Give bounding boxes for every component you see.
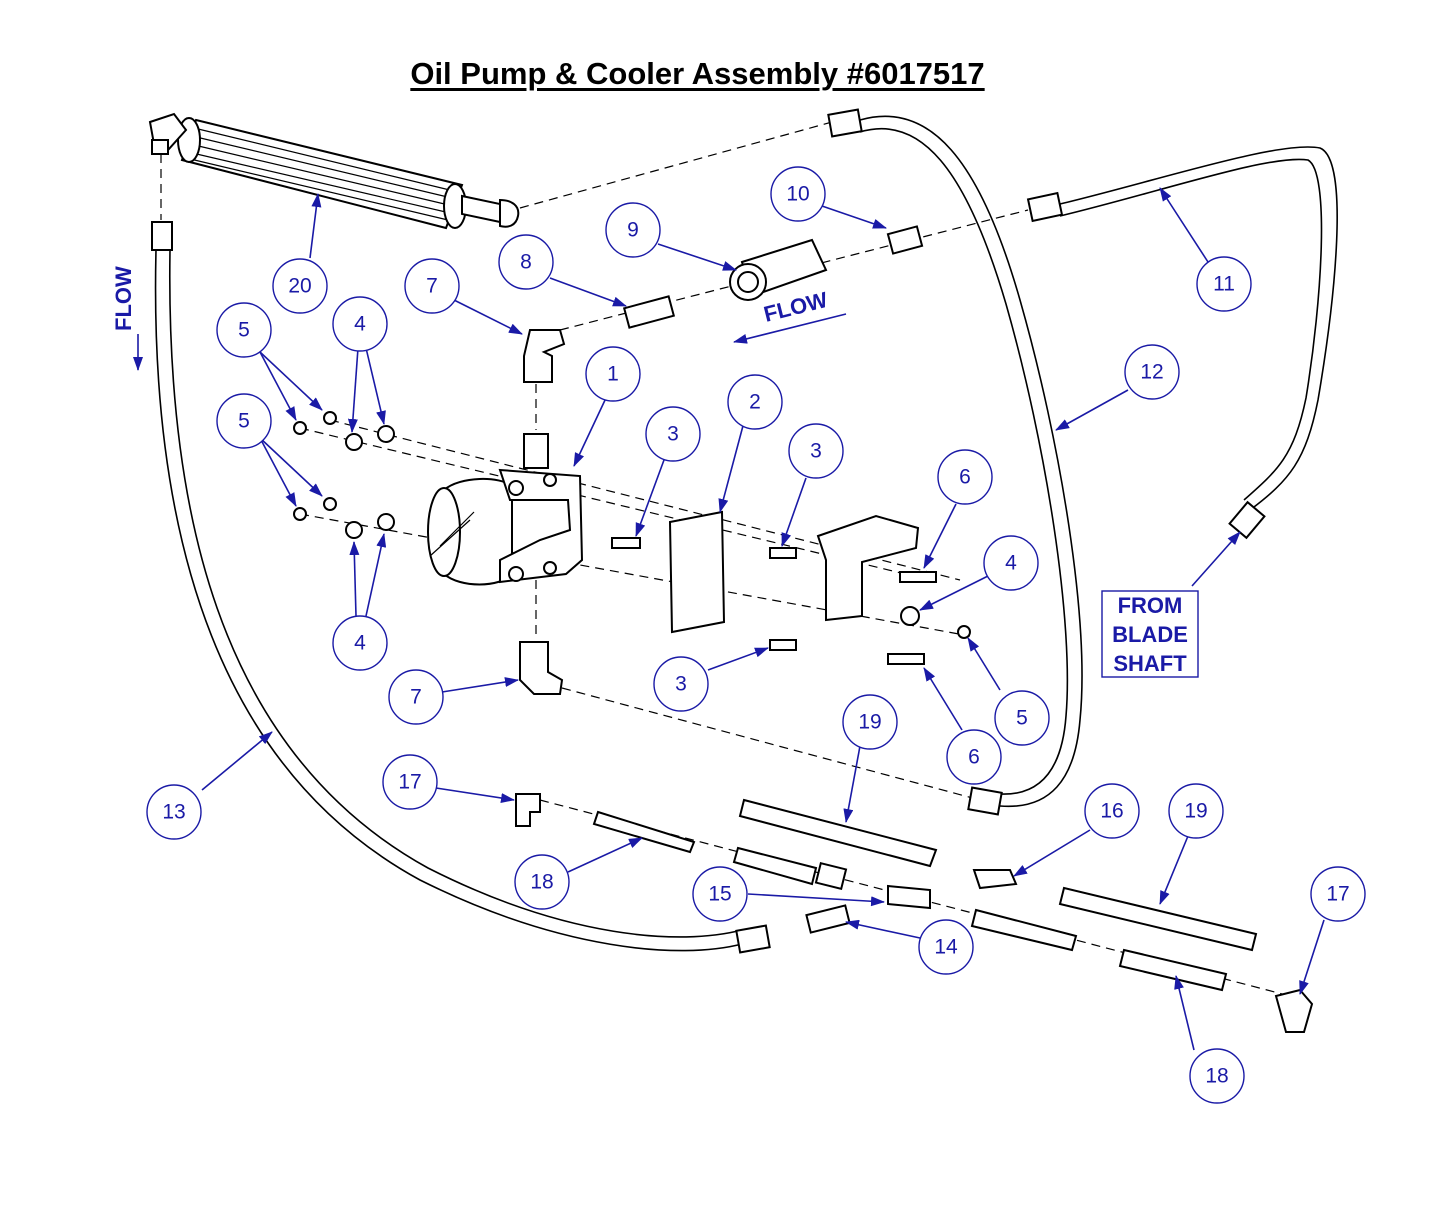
from-box-line2: BLADE bbox=[1112, 622, 1188, 647]
svg-text:5: 5 bbox=[238, 410, 250, 433]
callout-8: 8 bbox=[498, 234, 554, 290]
callout-15: 15 bbox=[692, 866, 748, 922]
svg-text:15: 15 bbox=[708, 883, 731, 906]
svg-text:3: 3 bbox=[675, 673, 687, 696]
svg-text:4: 4 bbox=[354, 632, 366, 655]
svg-text:4: 4 bbox=[1005, 552, 1017, 575]
callout-5-right: 5 bbox=[994, 690, 1050, 746]
callout-2: 2 bbox=[727, 374, 783, 430]
svg-text:5: 5 bbox=[238, 319, 250, 342]
mounting-plate-part bbox=[668, 510, 726, 634]
flow-label-vertical: FLOW bbox=[111, 266, 136, 331]
oil-cooler-part bbox=[148, 112, 520, 230]
callout-1: 1 bbox=[585, 346, 641, 402]
bracket-part bbox=[816, 514, 920, 622]
svg-text:19: 19 bbox=[1184, 800, 1207, 823]
callout-4-upper: 4 bbox=[332, 296, 388, 352]
svg-text:13: 13 bbox=[162, 801, 185, 824]
callout-19-right: 19 bbox=[1168, 783, 1224, 839]
callout-5-upper: 5 bbox=[216, 302, 272, 358]
callout-3-right: 3 bbox=[788, 423, 844, 479]
from-box-line1: FROM bbox=[1118, 593, 1183, 618]
svg-text:6: 6 bbox=[968, 746, 980, 769]
callout-17-left: 17 bbox=[382, 754, 438, 810]
lower-line-parts bbox=[515, 793, 1314, 1033]
callout-7-upper: 7 bbox=[404, 258, 460, 314]
svg-text:9: 9 bbox=[627, 219, 639, 242]
svg-text:12: 12 bbox=[1140, 361, 1163, 384]
svg-text:16: 16 bbox=[1100, 800, 1123, 823]
callout-12: 12 bbox=[1124, 344, 1180, 400]
hose-12 bbox=[859, 115, 1083, 808]
svg-text:3: 3 bbox=[667, 423, 679, 446]
svg-text:7: 7 bbox=[426, 275, 438, 298]
svg-text:4: 4 bbox=[354, 313, 366, 336]
part-drawings bbox=[133, 108, 1338, 1033]
hardware-parts bbox=[293, 411, 971, 665]
callouts: 20 7 8 9 10 11 12 5 4 5 1 2 3 3 6 4 4 3 … bbox=[146, 166, 1366, 1104]
centerline-bolt-row-2 bbox=[299, 513, 971, 637]
callout-18-right: 18 bbox=[1189, 1048, 1245, 1104]
callout-10: 10 bbox=[770, 166, 826, 222]
svg-text:1: 1 bbox=[607, 363, 619, 386]
oil-pump-part bbox=[427, 433, 584, 586]
svg-text:6: 6 bbox=[959, 466, 971, 489]
svg-text:19: 19 bbox=[858, 711, 881, 734]
callout-16: 16 bbox=[1084, 783, 1140, 839]
svg-text:11: 11 bbox=[1213, 273, 1235, 296]
callout-7-lower: 7 bbox=[388, 669, 444, 725]
callout-13: 13 bbox=[146, 784, 202, 840]
callout-20: 20 bbox=[272, 258, 328, 314]
svg-text:20: 20 bbox=[288, 275, 311, 298]
hose-13 bbox=[154, 249, 743, 952]
hose-11 bbox=[1059, 146, 1338, 511]
callout-6-upper: 6 bbox=[937, 449, 993, 505]
svg-text:17: 17 bbox=[1326, 883, 1349, 906]
svg-text:18: 18 bbox=[1205, 1065, 1228, 1088]
svg-text:5: 5 bbox=[1016, 707, 1028, 730]
elbow-fittings bbox=[519, 329, 566, 695]
svg-text:8: 8 bbox=[520, 251, 532, 274]
callout-6-lower: 6 bbox=[946, 729, 1002, 785]
svg-text:14: 14 bbox=[934, 936, 958, 959]
from-blade-shaft-box: FROM BLADE SHAFT bbox=[1101, 531, 1241, 678]
callout-4-right: 4 bbox=[983, 535, 1039, 591]
callout-4-lower: 4 bbox=[332, 615, 388, 671]
svg-text:2: 2 bbox=[749, 391, 761, 414]
svg-text:10: 10 bbox=[786, 183, 809, 206]
callout-5-middle: 5 bbox=[216, 393, 272, 449]
callout-18-left: 18 bbox=[514, 854, 570, 910]
svg-text:7: 7 bbox=[410, 686, 422, 709]
callout-leaders bbox=[201, 187, 1325, 1051]
centerline-lower-fitting bbox=[561, 687, 981, 801]
svg-text:17: 17 bbox=[398, 771, 421, 794]
svg-text:18: 18 bbox=[530, 871, 553, 894]
callout-11: 11 bbox=[1196, 256, 1252, 312]
callout-9: 9 bbox=[605, 202, 661, 258]
callout-14: 14 bbox=[918, 919, 974, 975]
from-box-line3: SHAFT bbox=[1113, 651, 1187, 676]
callout-3-lower: 3 bbox=[653, 656, 709, 712]
flow-arrow-left bbox=[733, 313, 847, 344]
svg-text:3: 3 bbox=[810, 440, 822, 463]
callout-19-left: 19 bbox=[842, 694, 898, 750]
callout-17-right: 17 bbox=[1310, 866, 1366, 922]
callout-3-left: 3 bbox=[645, 406, 701, 462]
filter-fittings bbox=[622, 225, 924, 329]
centerline-cooler-to-hose12 bbox=[519, 121, 833, 209]
diagram-title: Oil Pump & Cooler Assembly #6017517 bbox=[410, 56, 985, 91]
